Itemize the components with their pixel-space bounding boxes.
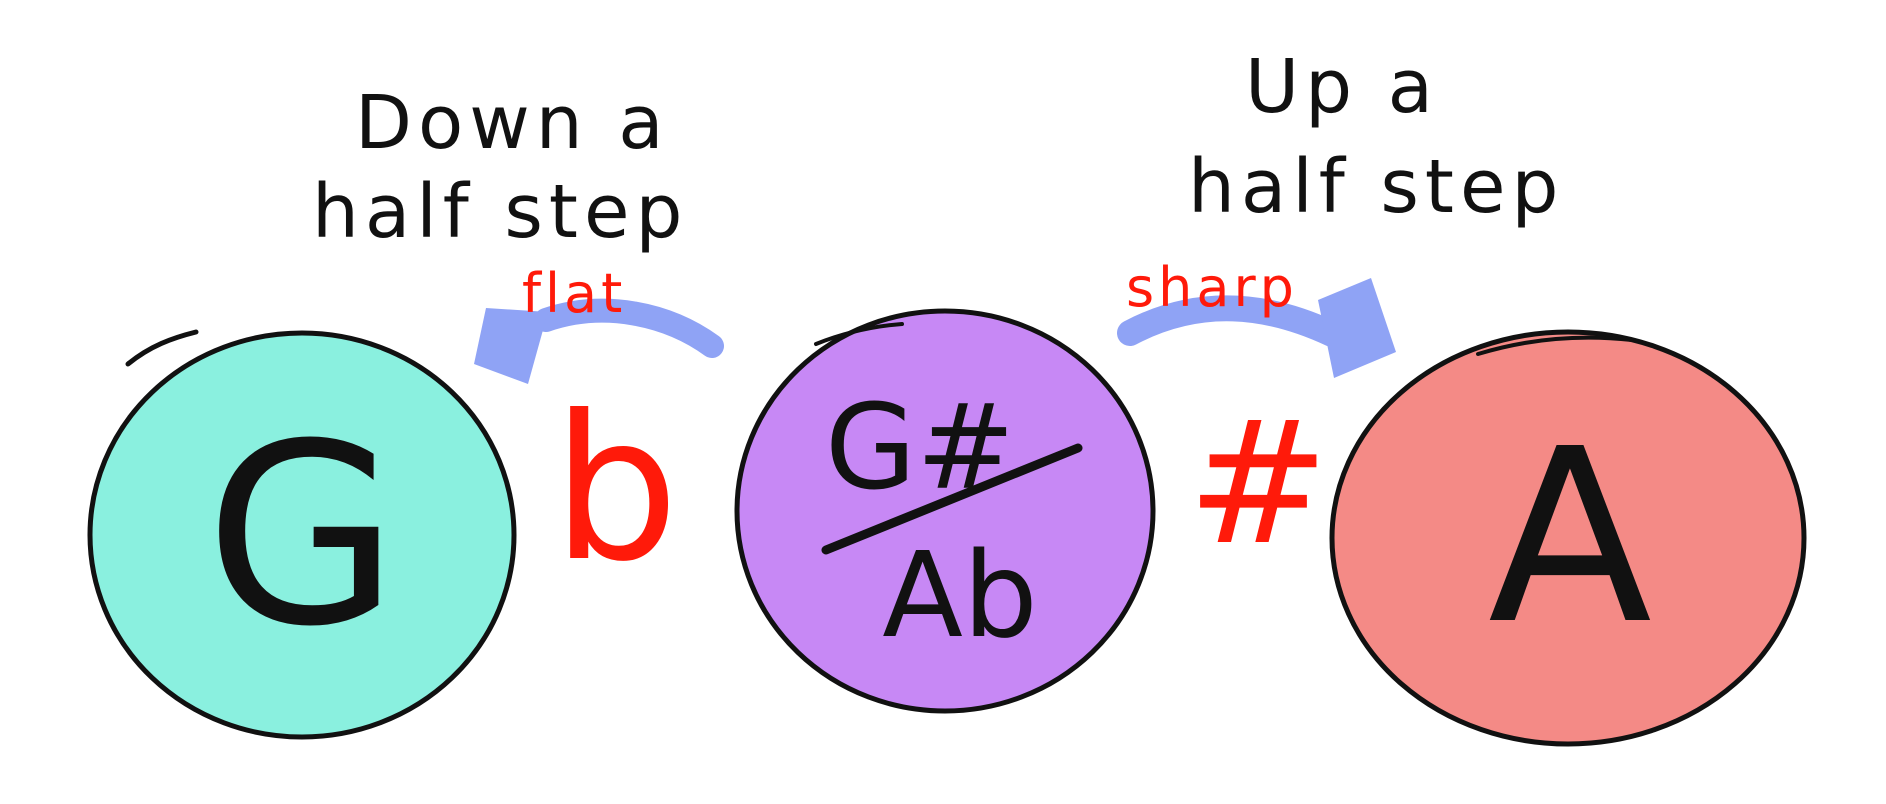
caption-up-line1: Up a (1245, 44, 1439, 130)
note-a-sketch-stroke (1476, 335, 1634, 356)
flat-arrow (474, 298, 724, 384)
note-g-sketch-stroke (125, 329, 199, 367)
note-g-sharp-a-flat: G# Ab (734, 308, 1156, 714)
note-a-label: A (1488, 397, 1652, 677)
note-g-circle (87, 330, 517, 740)
note-middle-top-label: G# (825, 378, 1015, 516)
sharp-arrow-head (1318, 278, 1396, 378)
caption-down-line1: Down a (355, 80, 670, 166)
note-middle-circle (734, 308, 1156, 714)
note-a-circle (1329, 329, 1807, 747)
note-middle-bottom-label: Ab (882, 526, 1038, 664)
note-middle-sketch-stroke (814, 322, 904, 346)
note-middle-divider (821, 443, 1083, 555)
note-a: A (1329, 329, 1807, 747)
caption-down-line2: half step (312, 169, 688, 255)
caption-up-line2: half step (1188, 144, 1564, 230)
flat-arrow-head (474, 308, 548, 384)
note-g-label: G (205, 390, 399, 681)
sharp-symbol: # (1187, 385, 1329, 583)
sharp-arrow (1117, 278, 1396, 378)
note-g: G (87, 329, 517, 740)
flat-label: flat (522, 262, 626, 325)
sharp-arrow-shaft (1117, 295, 1345, 347)
sharp-label: sharp (1126, 256, 1298, 319)
flat-arrow-shaft (534, 298, 724, 358)
flat-symbol: b (552, 373, 679, 606)
